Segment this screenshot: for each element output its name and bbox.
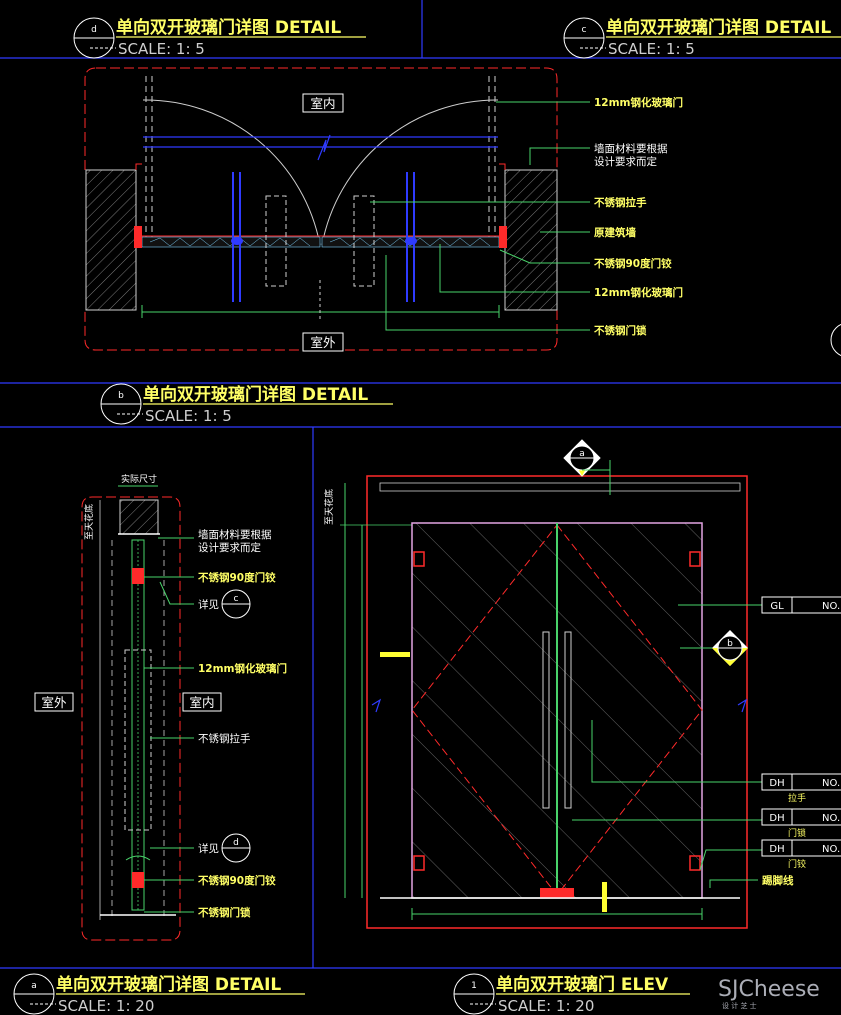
room-label-inside: 室内 xyxy=(310,96,335,111)
note-glass-door: 12mm钢化玻璃门 xyxy=(594,96,683,109)
dim-actual-size: 实际尺寸 xyxy=(121,473,157,485)
svg-text:门铰: 门铰 xyxy=(788,858,806,870)
detail-ref-c: c xyxy=(234,594,239,604)
section-detail-b: 实际尺寸 至天花底 室外 室内 xyxy=(34,473,287,941)
elevation-1: 至天花底 a xyxy=(323,439,841,929)
panel-title-text: 单向双开玻璃门详图 DETAIL xyxy=(143,384,368,405)
label-to-ceiling: 至天花底 xyxy=(83,504,95,540)
room-label-inside: 室内 xyxy=(189,695,214,710)
svg-text:DH: DH xyxy=(769,844,784,855)
note-wall-material-1: 墙面材料要根据 xyxy=(594,142,668,155)
marker-c: c xyxy=(582,25,587,35)
detail-ref-d: d xyxy=(233,838,239,848)
note-hinge: 不锈钢90度门铰 xyxy=(594,257,672,270)
marker-b: b xyxy=(118,391,124,401)
tag-dh-hinge: DH NO. 门铰 xyxy=(761,839,841,870)
room-label-outside: 室外 xyxy=(41,695,67,710)
note-see-detail: 详见 xyxy=(198,598,219,611)
panel-title-elev: 1 单向双开玻璃门 ELEV SCALE: 1: 20 xyxy=(453,973,690,1015)
panel-title-b: b 单向双开玻璃门详图 DETAIL SCALE: 1: 5 xyxy=(100,383,393,425)
note-glass-door: 12mm钢化玻璃门 xyxy=(198,662,287,675)
panel-scale: SCALE: 1: 20 xyxy=(58,997,154,1015)
section-marker-b: b xyxy=(727,639,733,649)
panel-title-c: c 单向双开玻璃门详图 DETAIL SCALE: 1: 5 xyxy=(563,17,841,59)
note-wall-material-1: 墙面材料要根据 xyxy=(198,528,272,541)
note-wall-material-2: 设计要求而定 xyxy=(594,155,657,168)
note-handle: 不锈钢拉手 xyxy=(594,196,647,209)
note-original-wall: 原建筑墙 xyxy=(594,226,636,239)
panel-title-text: 单向双开玻璃门 ELEV xyxy=(496,974,669,995)
svg-text:拉手: 拉手 xyxy=(788,792,806,804)
watermark-logo: SJCheese 设 计 芝 士 xyxy=(718,977,820,1010)
svg-text:设 计 芝 士: 设 计 芝 士 xyxy=(722,1001,757,1010)
marker-a: a xyxy=(31,981,37,991)
note-hinge: 不锈钢90度门铰 xyxy=(198,571,276,584)
svg-text:NO.: NO. xyxy=(822,778,840,789)
tag-dh-handle: DH NO. 拉手 xyxy=(761,773,841,804)
svg-text:NO.: NO. xyxy=(822,601,840,612)
note-skirting: 踢脚线 xyxy=(762,874,794,887)
panel-title-d: d 单向双开玻璃门详图 DETAIL SCALE: 1: 5 xyxy=(73,17,366,59)
svg-text:DH: DH xyxy=(769,813,784,824)
note-lock: 不锈钢门锁 xyxy=(594,324,647,337)
tag-gl: GL NO. xyxy=(761,596,841,614)
panel-scale: SCALE: 1: 5 xyxy=(608,40,695,58)
svg-text:NO.: NO. xyxy=(822,813,840,824)
panel-scale: SCALE: 1: 5 xyxy=(145,407,232,425)
note-wall-material-2: 设计要求而定 xyxy=(198,541,261,554)
panel-title-a: a 单向双开玻璃门详图 DETAIL SCALE: 1: 20 xyxy=(13,973,305,1015)
note-hinge: 不锈钢90度门铰 xyxy=(198,874,276,887)
panel-scale: SCALE: 1: 5 xyxy=(118,40,205,58)
panel-scale: SCALE: 1: 20 xyxy=(498,997,594,1015)
panel-title-text: 单向双开玻璃门详图 DETAIL xyxy=(116,17,341,38)
label-to-ceiling: 至天花底 xyxy=(323,489,335,525)
svg-text:NO.: NO. xyxy=(822,844,840,855)
svg-text:门锁: 门锁 xyxy=(788,827,806,839)
tag-dh-lock: DH NO. 门锁 xyxy=(761,808,841,839)
note-lock: 不锈钢门锁 xyxy=(198,906,251,919)
marker-d: d xyxy=(91,25,97,35)
plan-detail-d: 室内 室外 12mm钢化玻璃门 墙面材料要根据 设计要求而定 不锈钢拉手 原建筑… xyxy=(84,67,841,357)
note-see-detail: 详见 xyxy=(198,842,219,855)
svg-text:GL: GL xyxy=(770,601,784,612)
panel-title-text: 单向双开玻璃门详图 DETAIL xyxy=(56,974,281,995)
room-label-outside: 室外 xyxy=(310,335,336,350)
note-handle: 不锈钢拉手 xyxy=(198,732,251,745)
marker-1: 1 xyxy=(471,981,477,991)
panel-title-text: 单向双开玻璃门详图 DETAIL xyxy=(606,17,831,38)
svg-text:SJCheese: SJCheese xyxy=(718,977,820,1002)
note-glass-door-2: 12mm钢化玻璃门 xyxy=(594,286,683,299)
svg-text:DH: DH xyxy=(769,778,784,789)
section-marker-a: a xyxy=(579,449,585,459)
frame-grid xyxy=(0,0,841,969)
